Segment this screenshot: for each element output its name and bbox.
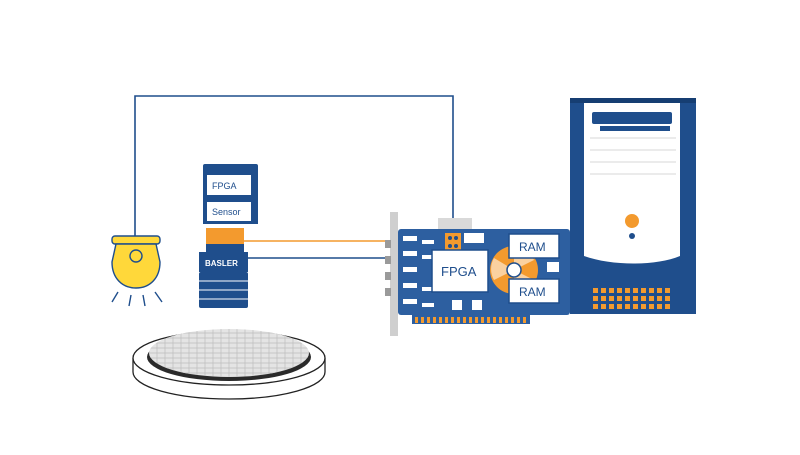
pc-vent-grid	[593, 288, 670, 309]
card-fpga-chip	[431, 249, 489, 293]
camera-body	[199, 252, 248, 272]
camera-top-cap	[203, 164, 258, 174]
wiring	[134, 95, 454, 259]
card-ram-bottom-label: RAM	[519, 285, 546, 299]
camera-fpga-label: FPGA	[212, 181, 237, 191]
card-fpga-label: FPGA	[441, 264, 477, 279]
card-ram-top	[508, 233, 560, 259]
frame-grabber-card: FPGA RAM RAM	[385, 212, 570, 336]
power-led-icon	[629, 233, 635, 239]
card-bracket	[390, 212, 398, 336]
camera-brand-label: BASLER	[205, 259, 238, 268]
card-ram-top-label: RAM	[519, 240, 546, 254]
power-button-icon	[625, 214, 639, 228]
camera: FPGA Sensor BASLER	[199, 164, 258, 308]
light-bulb-icon	[111, 235, 163, 307]
camera-sensor-label: Sensor	[212, 207, 241, 217]
pc-tower-icon	[570, 98, 696, 314]
wafer-grid	[149, 329, 309, 377]
light-trigger-wire	[134, 95, 454, 237]
drive-bay	[592, 112, 672, 124]
camera-lens-mount	[206, 228, 244, 244]
wafer-platter	[132, 329, 326, 400]
card-ram-bottom	[508, 278, 560, 304]
